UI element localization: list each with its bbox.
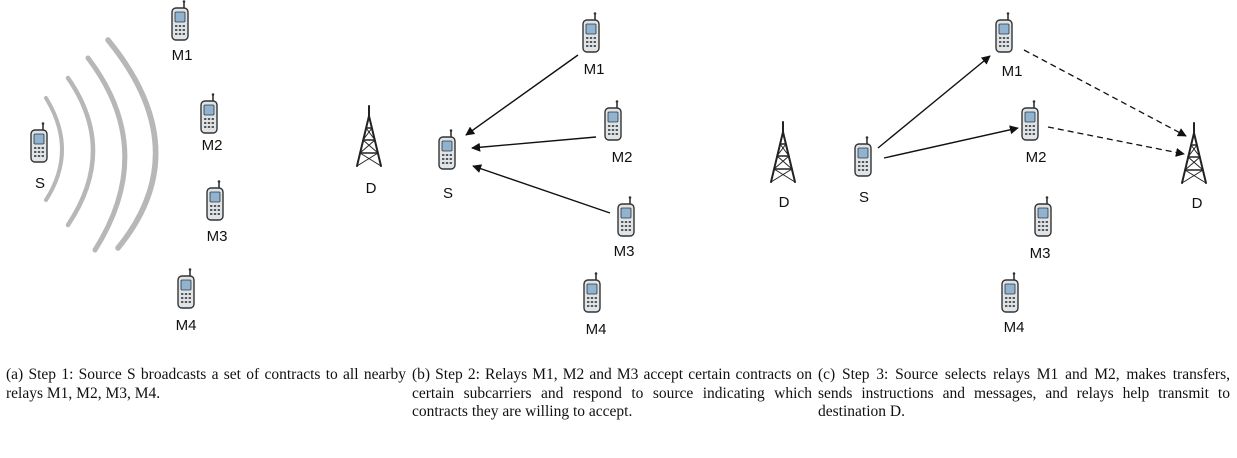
phone-icon-m4	[177, 267, 195, 309]
phone-icon-m1	[171, 0, 189, 41]
node-label-m3: M3	[1030, 245, 1051, 262]
node-label-s: S	[443, 185, 453, 202]
arrow-m1-to-d	[1023, 49, 1187, 137]
phone-icon-s	[438, 128, 456, 170]
tower-icon-d-right	[1181, 122, 1207, 184]
node-label-m2: M2	[612, 149, 633, 166]
node-label-m4: M4	[586, 321, 607, 338]
arrow-m2-to-d	[1047, 126, 1185, 157]
node-label-m4: M4	[1004, 319, 1025, 336]
phone-icon-m1	[995, 11, 1013, 53]
node-label-d-left: D	[779, 194, 790, 211]
node-label-m1: M1	[584, 61, 605, 78]
node-label-m2: M2	[202, 137, 223, 154]
arrow-m2-to-s	[471, 136, 597, 152]
node-label-m3: M3	[614, 243, 635, 260]
caption-panel-b: (b) Step 2: Relays M1, M2 and M3 accept …	[412, 366, 812, 420]
tower-icon-d	[356, 105, 382, 167]
node-label-s: S	[859, 189, 869, 206]
node-label-m4: M4	[176, 317, 197, 334]
node-label-d-right: D	[1192, 195, 1203, 212]
phone-icon-m4	[1001, 271, 1019, 313]
node-label-m1: M1	[1002, 63, 1023, 80]
phone-icon-m1	[582, 11, 600, 53]
arrow-s-to-m2	[883, 125, 1019, 159]
panel-c: D S M1 M2 M3 M4 D	[770, 11, 1207, 336]
phone-icon-s	[30, 121, 48, 163]
phone-icon-m3	[206, 179, 224, 221]
panel-b: D S M1 M2 M3 M4	[356, 11, 635, 338]
node-label-m2: M2	[1026, 149, 1047, 166]
caption-panel-a: (a) Step 1: Source S broadcasts a set of…	[6, 366, 406, 402]
node-label-m1: M1	[172, 47, 193, 64]
node-label-s: S	[35, 175, 45, 192]
phone-icon-m4	[583, 271, 601, 313]
node-label-d: D	[366, 180, 377, 197]
broadcast-waves	[44, 37, 159, 253]
arrow-m1-to-s	[465, 54, 579, 136]
arrow-s-to-m1	[877, 55, 991, 149]
relay-protocol-figure: S M1 M2 M3 M4 D S M1 M2 M3 M4 D S M1 M2	[30, 0, 1207, 338]
tower-icon-d-left	[770, 121, 796, 183]
phone-icon-m2	[200, 92, 218, 134]
node-label-m3: M3	[207, 228, 228, 245]
phone-icon-m3	[1034, 195, 1052, 237]
phone-icon-m3	[617, 195, 635, 237]
panel-a: S M1 M2 M3 M4	[30, 0, 228, 334]
phone-icon-m2	[1021, 99, 1039, 141]
caption-panel-c: (c) Step 3: Source selects relays M1 and…	[818, 366, 1230, 420]
phone-icon-m2	[604, 99, 622, 141]
arrow-m3-to-s	[472, 164, 611, 214]
phone-icon-s	[854, 135, 872, 177]
